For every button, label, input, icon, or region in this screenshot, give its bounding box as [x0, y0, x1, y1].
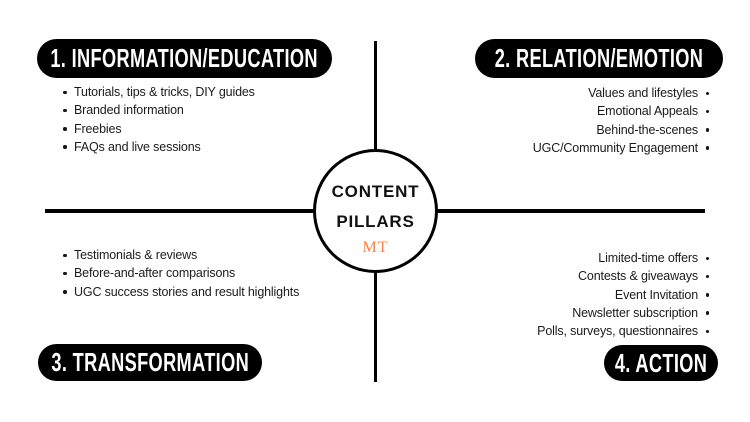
quadrant-3-heading-pill: 3. TRANSFORMATION	[38, 344, 262, 381]
list-item: Testimonials & reviews	[62, 246, 299, 264]
quadrant-2-heading-label: 2. RELATION/EMOTION	[494, 43, 704, 73]
list-item: Behind-the-scenes	[533, 121, 710, 139]
quadrant-1-heading-pill: 1. INFORMATION/EDUCATION	[37, 39, 332, 78]
list-item: UGC/Community Engagement	[533, 139, 710, 157]
quadrant-1-list: Tutorials, tips & tricks, DIY guides Bra…	[62, 83, 255, 156]
list-item: Branded information	[62, 101, 255, 119]
quadrant-3-heading-label: 3. TRANSFORMATION	[51, 347, 249, 377]
list-item: FAQs and live sessions	[62, 138, 255, 156]
list-item: Values and lifestyles	[533, 84, 710, 102]
list-item: Limited-time offers	[537, 249, 710, 267]
list-item: Emotional Appeals	[533, 102, 710, 120]
quadrant-2-list: Values and lifestyles Emotional Appeals …	[533, 84, 710, 157]
quadrant-4-heading-pill: 4. ACTION	[604, 345, 718, 381]
quadrant-4-list: Limited-time offers Contests & giveaways…	[537, 249, 710, 340]
center-title-line2: PILLARS	[336, 212, 415, 231]
list-item: Tutorials, tips & tricks, DIY guides	[62, 83, 255, 101]
center-circle: CONTENT PILLARS MT	[313, 149, 438, 273]
list-item: Before-and-after comparisons	[62, 264, 299, 282]
quadrant-2-heading-pill: 2. RELATION/EMOTION	[475, 39, 723, 78]
list-item: UGC success stories and result highlight…	[62, 283, 299, 301]
list-item: Event Invitation	[537, 286, 710, 304]
center-title-line1: CONTENT	[331, 182, 420, 201]
quadrant-1-heading-label: 1. INFORMATION/EDUCATION	[50, 43, 319, 73]
center-watermark: MT	[362, 239, 389, 256]
list-item: Newsletter subscription	[537, 304, 710, 322]
quadrant-3-list: Testimonials & reviews Before-and-after …	[62, 246, 299, 301]
list-item: Polls, surveys, questionnaires	[537, 322, 710, 340]
quadrant-4-heading-label: 4. ACTION	[614, 347, 708, 378]
list-item: Contests & giveaways	[537, 267, 710, 285]
list-item: Freebies	[62, 120, 255, 138]
